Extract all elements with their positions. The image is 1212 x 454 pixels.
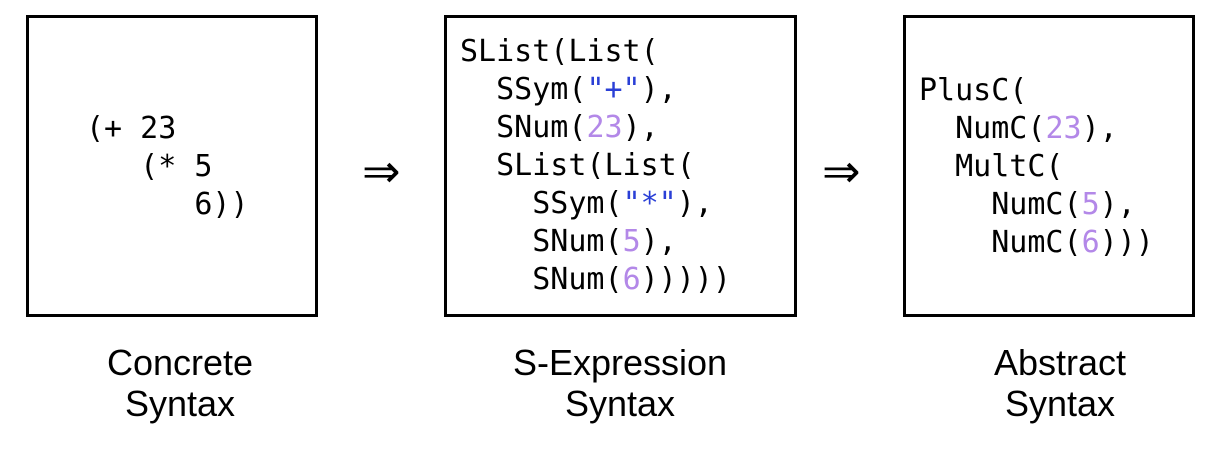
abstract-syntax-code: PlusC( NumC(23), MultC( NumC(5), NumC(6)…: [919, 72, 1154, 262]
code-line: SSym("*"),: [460, 185, 731, 223]
code-line: (+ 23: [86, 110, 249, 148]
code-line: SNum(6))))): [460, 261, 731, 299]
code-token: SSym(: [460, 72, 587, 107]
code-line: NumC(5),: [919, 186, 1154, 224]
code-token: ),: [640, 72, 677, 107]
caption-line: Syntax: [124, 383, 236, 424]
code-token: ),: [676, 186, 713, 221]
code-line: 6)): [86, 186, 249, 224]
code-token: SList(List(: [460, 148, 695, 183]
code-token: PlusC(: [919, 73, 1028, 108]
code-token: NumC(: [919, 187, 1082, 222]
code-line: PlusC(: [919, 72, 1154, 110]
number-literal: 23: [1045, 111, 1082, 146]
code-token: MultC(: [919, 149, 1064, 184]
abstract-syntax-caption: Abstract Syntax: [880, 342, 1212, 424]
code-token: ))): [1099, 225, 1154, 260]
caption-line: Syntax: [1004, 383, 1116, 424]
code-token: SNum(: [460, 262, 623, 297]
number-literal: 5: [1081, 187, 1100, 222]
number-literal: 6: [1081, 225, 1100, 260]
number-literal: 6: [622, 262, 641, 297]
caption-line: Concrete: [106, 342, 254, 383]
code-line: SList(List(: [460, 147, 731, 185]
code-token: SSym(: [460, 186, 623, 221]
code-token: 6)): [86, 187, 249, 222]
code-token: ))))): [640, 262, 731, 297]
caption-line: Syntax: [564, 383, 676, 424]
code-line: NumC(23),: [919, 110, 1154, 148]
string-literal: "*": [622, 186, 677, 221]
number-literal: 5: [622, 224, 641, 259]
code-token: ),: [1099, 187, 1136, 222]
code-line: (* 5: [86, 148, 249, 186]
concrete-syntax-panel: [26, 15, 318, 317]
caption-line: S-Expression: [512, 342, 728, 383]
string-literal: "+": [586, 72, 641, 107]
number-literal: 23: [586, 110, 623, 145]
code-line: MultC(: [919, 148, 1154, 186]
caption-line: Abstract: [993, 342, 1127, 383]
code-line: NumC(6))): [919, 224, 1154, 262]
code-token: ),: [640, 224, 677, 259]
concrete-syntax-caption: Concrete Syntax: [0, 342, 360, 424]
code-token: (+ 23: [86, 111, 177, 146]
sexpression-syntax-caption: S-Expression Syntax: [440, 342, 800, 424]
sexpression-syntax-code: SList(List( SSym("+"), SNum(23), SList(L…: [460, 33, 731, 299]
code-token: ),: [1081, 111, 1118, 146]
code-token: ),: [622, 110, 659, 145]
code-token: SList(List(: [460, 34, 659, 69]
sexpression-syntax-panel: [444, 15, 797, 317]
code-token: SNum(: [460, 224, 623, 259]
abstract-syntax-panel: [903, 15, 1195, 317]
code-token: NumC(: [919, 225, 1082, 260]
code-token: NumC(: [919, 111, 1046, 146]
code-line: SNum(23),: [460, 109, 731, 147]
code-line: SList(List(: [460, 33, 731, 71]
code-line: SSym("+"),: [460, 71, 731, 109]
code-token: SNum(: [460, 110, 587, 145]
concrete-syntax-code: (+ 23 (* 5 6)): [86, 110, 249, 224]
transform-arrow-2: ⇒: [822, 144, 861, 198]
transform-arrow-1: ⇒: [362, 144, 401, 198]
code-token: (* 5: [86, 149, 213, 184]
code-line: SNum(5),: [460, 223, 731, 261]
